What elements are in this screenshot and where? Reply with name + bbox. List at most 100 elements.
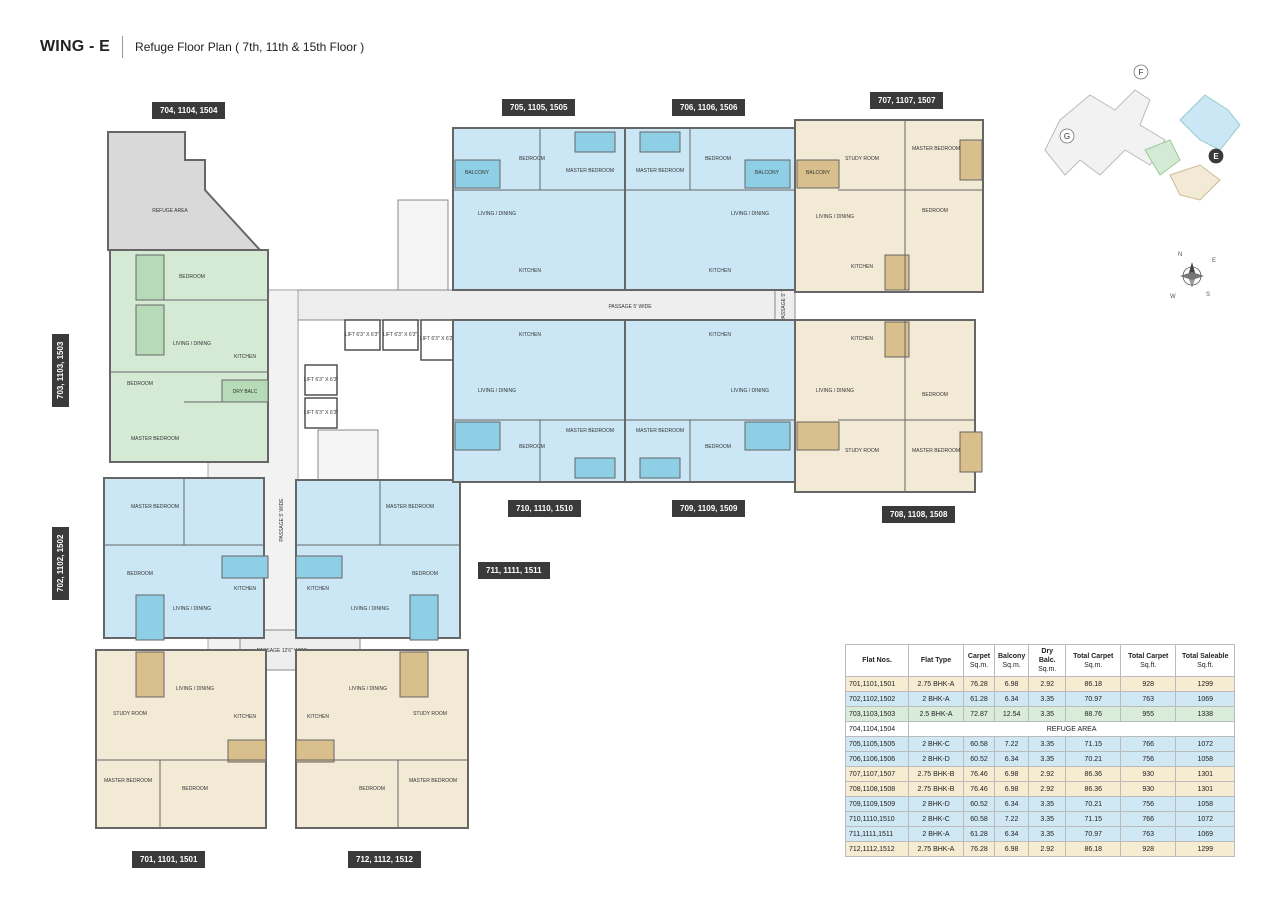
unit-708-bedroom: BEDROOM — [922, 392, 948, 398]
table-cell: 60.52 — [963, 796, 995, 812]
refuge-area-label: REFUGE AREA — [152, 208, 188, 214]
unit-706-master: MASTER BEDROOM — [636, 168, 684, 174]
table-cell: 766 — [1120, 736, 1177, 752]
wing-title: WING - E — [40, 38, 111, 55]
unit-701-master: MASTER BEDROOM — [104, 778, 152, 784]
page-header: WING - E Refuge Floor Plan ( 7th, 11th &… — [40, 36, 364, 58]
table-cell: 60.58 — [963, 811, 995, 827]
table-cell: 703,1103,1503 — [845, 706, 909, 722]
unit-711-living: LIVING / DINING — [351, 606, 389, 612]
table-cell: REFUGE AREA — [907, 721, 1236, 737]
unit-705-living: LIVING / DINING — [478, 211, 516, 217]
table-cell: 2 BHK-A — [908, 691, 964, 707]
key-plan-label-g: G — [1064, 132, 1070, 141]
table-cell: 88.76 — [1065, 706, 1122, 722]
flat-tag-703: 703, 1103, 1503 — [52, 333, 69, 407]
table-cell: 763 — [1120, 826, 1177, 842]
unit-703-bedroom-2: BEDROOM — [127, 381, 153, 387]
table-cell: 71.15 — [1065, 736, 1122, 752]
table-cell: 1069 — [1175, 691, 1236, 707]
unit-709-bedroom: BEDROOM — [705, 444, 731, 450]
compass-n: N — [1178, 252, 1182, 258]
unit-709-living: LIVING / DINING — [731, 388, 769, 394]
unit-701-study: STUDY ROOM — [113, 711, 147, 717]
unit-702-kitchen: KITCHEN — [234, 586, 256, 592]
unit-711-master: MASTER BEDROOM — [386, 504, 434, 510]
table-cell: 6.34 — [993, 796, 1030, 812]
unit-702 — [103, 477, 269, 641]
table-cell: 701,1101,1501 — [845, 676, 909, 692]
table-cell: 930 — [1120, 781, 1177, 797]
table-cell: 6.98 — [993, 841, 1030, 857]
flat-tag-710: 710, 1110, 1510 — [508, 500, 581, 517]
unit-710-bedroom: BEDROOM — [519, 444, 545, 450]
table-cell: 6.34 — [993, 826, 1030, 842]
table-cell: 2 BHK-A — [908, 826, 964, 842]
unit-712-master: MASTER BEDROOM — [409, 778, 457, 784]
unit-705-balcony: BALCONY — [465, 170, 490, 176]
unit-706-bedroom: BEDROOM — [705, 156, 731, 162]
table-cell: 707,1107,1507 — [845, 766, 909, 782]
table-cell: 2.75 BHK-A — [908, 841, 964, 857]
table-cell: 70.21 — [1065, 751, 1122, 767]
table-cell: 955 — [1120, 706, 1177, 722]
unit-708-kitchen: KITCHEN — [851, 336, 873, 342]
unit-707-kitchen: KITCHEN — [851, 264, 873, 270]
table-cell: 930 — [1120, 766, 1177, 782]
table-cell: 766 — [1120, 811, 1177, 827]
unit-708 — [794, 319, 983, 493]
table-cell: 1299 — [1175, 676, 1236, 692]
unit-701-kitchen: KITCHEN — [234, 714, 256, 720]
unit-702-master: MASTER BEDROOM — [131, 504, 179, 510]
table-cell: 2 BHK-D — [908, 796, 964, 812]
table-cell: 1058 — [1175, 796, 1236, 812]
table-cell: 1301 — [1175, 766, 1236, 782]
flat-tag-705: 705, 1105, 1505 — [502, 99, 576, 116]
flat-tag-704: 704, 1104, 1504 — [152, 102, 226, 119]
unit-707-study: STUDY ROOM — [845, 156, 879, 162]
table-cell: 86.36 — [1065, 781, 1122, 797]
table-cell: 711,1111,1511 — [845, 826, 909, 842]
table-header: Dry Balc.Sq.m. — [1028, 644, 1067, 677]
passage-bottom-label: PASSAGE 12'6" WIDE — [257, 648, 308, 654]
table-cell: 6.98 — [993, 676, 1030, 692]
table-cell: 3.35 — [1028, 691, 1067, 707]
plan-subtitle: Refuge Floor Plan ( 7th, 11th & 15th Flo… — [135, 40, 365, 54]
unit-709-master: MASTER BEDROOM — [636, 428, 684, 434]
unit-707-balcony: BALCONY — [806, 170, 831, 176]
lift-1-label: LIFT 6'3" X 6'3" — [345, 332, 379, 338]
table-cell: 1069 — [1175, 826, 1236, 842]
unit-711-kitchen: KITCHEN — [307, 586, 329, 592]
table-cell: 2.75 BHK-B — [908, 766, 964, 782]
table-cell: 3.35 — [1028, 706, 1067, 722]
compass-e: E — [1212, 258, 1216, 264]
table-cell: 86.18 — [1065, 676, 1122, 692]
table-cell: 6.98 — [993, 766, 1030, 782]
key-plan-label-f: F — [1139, 68, 1144, 77]
flat-tag-711: 711, 1111, 1511 — [478, 562, 550, 579]
unit-705-kitchen: KITCHEN — [519, 268, 541, 274]
unit-707-bedroom: BEDROOM — [922, 208, 948, 214]
table-cell: 3.35 — [1028, 826, 1067, 842]
table-cell: 1299 — [1175, 841, 1236, 857]
unit-710-kitchen: KITCHEN — [519, 332, 541, 338]
lift-4-label: LIFT 6'3" X 6'3" — [304, 377, 338, 383]
unit-711-bedroom: BEDROOM — [412, 571, 438, 577]
table-cell: 2 BHK-C — [908, 811, 964, 827]
unit-707-master: MASTER BEDROOM — [912, 146, 960, 152]
flat-tag-707: 707, 1107, 1507 — [870, 92, 944, 109]
table-cell: 60.58 — [963, 736, 995, 752]
unit-703-living: LIVING / DINING — [173, 341, 211, 347]
unit-708-living: LIVING / DINING — [816, 388, 854, 394]
